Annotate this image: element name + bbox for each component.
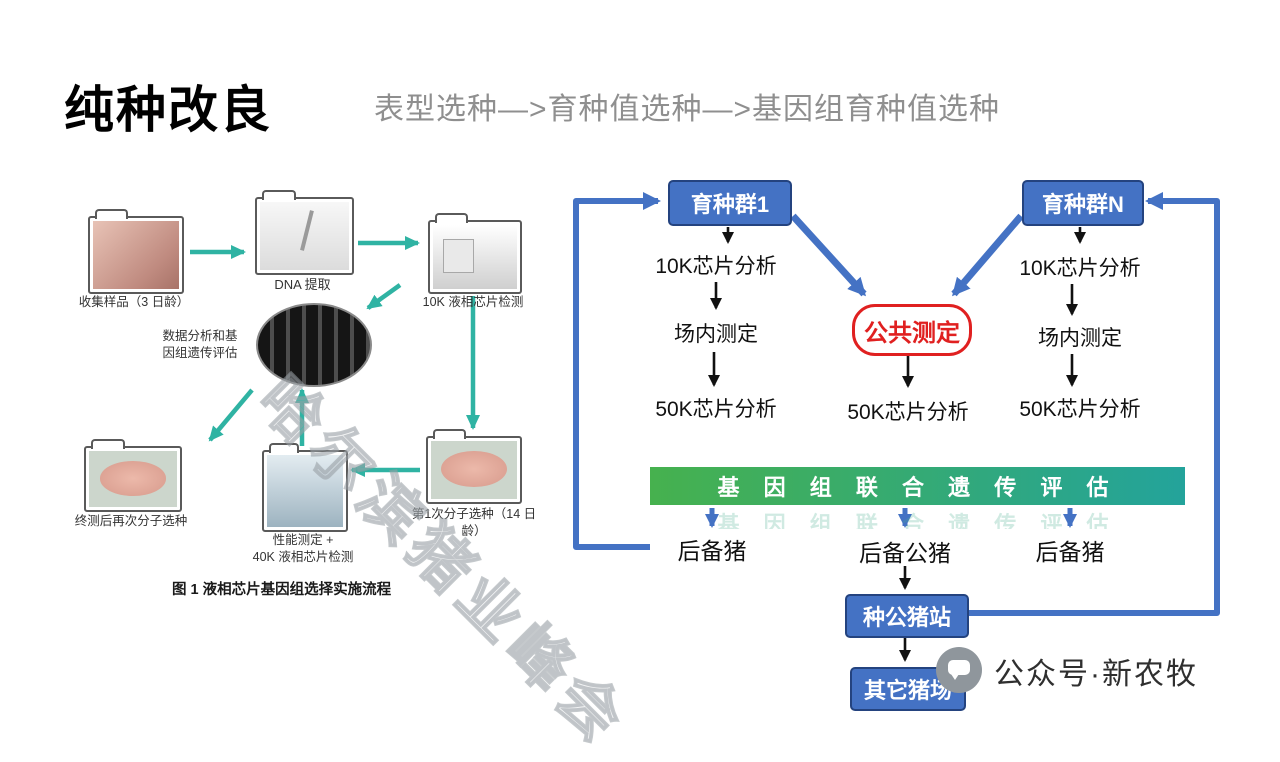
reserve-pig-right: 后备猪 (1035, 539, 1105, 565)
chip-machine-image (433, 225, 517, 289)
final-select-photo-frame (84, 439, 182, 512)
dna-extraction-label: DNA 提取 (274, 277, 331, 292)
reserve-pig-left: 后备猪 (677, 538, 747, 564)
arrow-chip-to-analysis (366, 283, 402, 310)
genomic-joint-evaluation-bar: 基 因 组 联 合 遗 传 评 估 (650, 467, 1185, 505)
wechat-account-name: 公众号·新农牧 (994, 658, 1198, 691)
arrow-analysis-to-final-select (208, 388, 254, 442)
col1-50k-analysis: 50K芯片分析 (655, 398, 777, 421)
pipette-image (260, 202, 349, 270)
wechat-account-logo (936, 647, 982, 693)
pig-image-left (89, 451, 177, 507)
col1-farm-test: 场内测定 (674, 323, 758, 346)
final-select-label: 终测后再次分子选种 (74, 514, 188, 528)
public-50k-analysis: 50K芯片分析 (847, 401, 969, 424)
collect-sample-label: 收集样品（3 日龄） (78, 295, 190, 309)
performance-label: 性能测定 + 40K 液相芯片检测 (238, 532, 368, 566)
evaluation-bar-reflection: 基 因 组 联 合 遗 传 评 估 (717, 512, 1118, 529)
pig-image-right (431, 441, 517, 499)
first-select-label: 第1次分子选种（14 日龄） (411, 507, 537, 538)
analysis-label-line2: 因组遗传评估 (162, 345, 238, 360)
page-title: 纯种改良 (64, 82, 272, 138)
figure-caption: 图 1 液相芯片基因组选择实施流程 (172, 582, 392, 598)
col1-chip-analysis: 10K芯片分析 (655, 255, 777, 278)
breeding-group-n-box: 育种群N (1022, 180, 1144, 226)
piglets-image (93, 221, 179, 289)
performance-label-line2: 40K 液相芯片检测 (252, 549, 354, 564)
arrow-group1-to-public (790, 213, 867, 297)
boar-station-box: 种公猪站 (845, 594, 969, 638)
chip-detector-photo-frame (428, 213, 522, 294)
chip-detect-label: 10K 液相芯片检测 (422, 295, 524, 309)
server-rack-image (256, 303, 372, 387)
breeding-group-1-box: 育种群1 (668, 180, 792, 226)
colN-50k-analysis: 50K芯片分析 (1019, 398, 1141, 421)
reserve-boar-mid: 后备公猪 (859, 540, 951, 566)
technician-image (267, 455, 343, 527)
first-select-photo-frame (426, 429, 522, 504)
analysis-label-line1: 数据分析和基 (162, 329, 238, 343)
collect-sample-photo-frame (88, 209, 184, 294)
colN-farm-test: 场内测定 (1038, 327, 1122, 350)
speech-bubble-icon (948, 660, 970, 680)
performance-photo-frame (262, 443, 348, 532)
colN-chip-analysis: 10K芯片分析 (1019, 257, 1141, 280)
analysis-label: 数据分析和基 因组遗传评估 (148, 328, 252, 362)
performance-label-line1: 性能测定 + (272, 533, 334, 547)
dna-extraction-photo-frame (255, 190, 354, 275)
public-test-box: 公共测定 (852, 304, 972, 356)
selection-progression-subtitle: 表型选种—>育种值选种—>基因组育种值选种 (374, 93, 1001, 126)
